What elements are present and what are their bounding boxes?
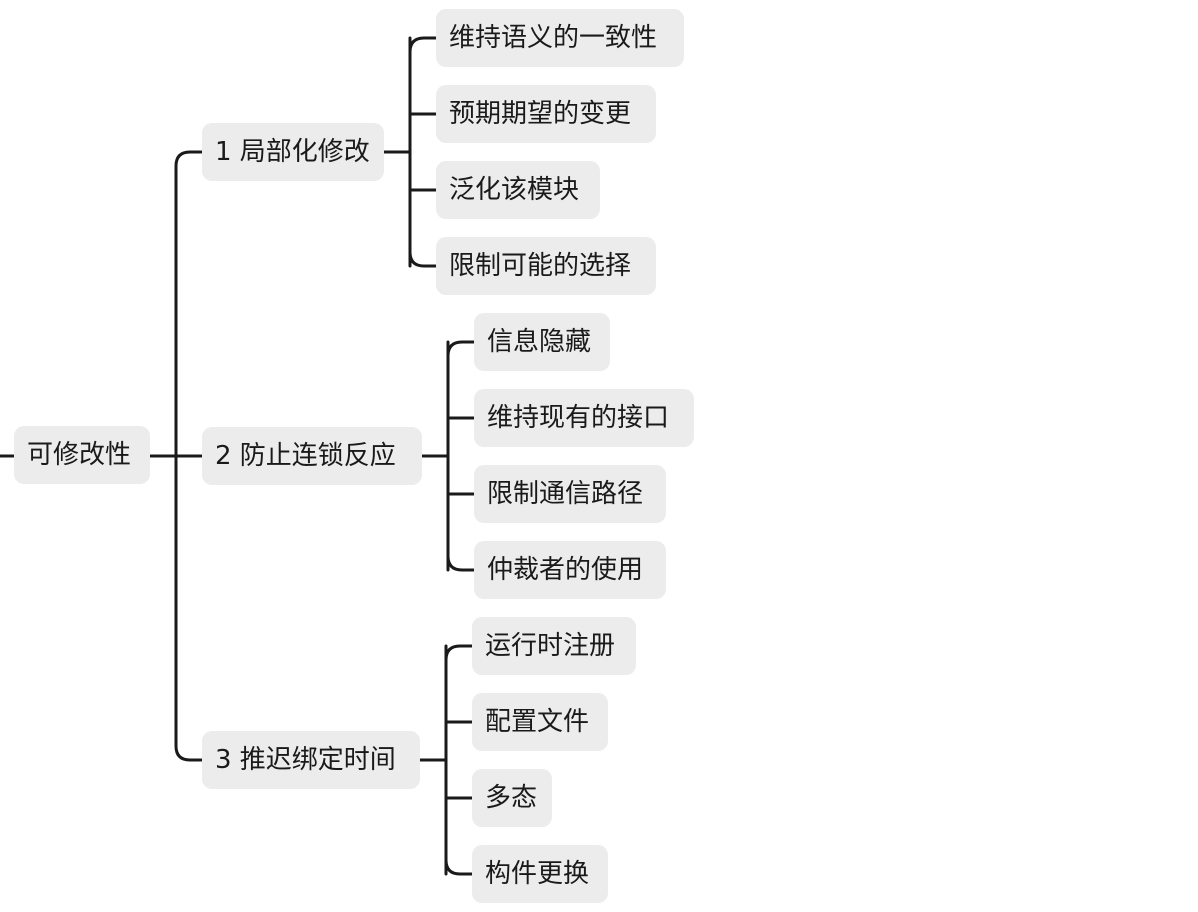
root-to-branches-connector (148, 150, 204, 762)
branch-3-connector (418, 644, 474, 876)
leaf-node[interactable]: 泛化该模块 (436, 161, 600, 219)
leaf-node[interactable]: 限制通信路径 (474, 465, 666, 523)
branch-node-2[interactable]: 2 防止连锁反应 (202, 427, 422, 485)
leaf-node[interactable]: 维持现有的接口 (474, 389, 694, 447)
leaf-node[interactable]: 信息隐藏 (474, 313, 610, 371)
branch-node-3[interactable]: 3 推迟绑定时间 (202, 731, 420, 789)
leaf-node[interactable]: 多态 (472, 769, 552, 827)
root-node[interactable]: 可修改性 (14, 426, 150, 484)
leaf-node[interactable]: 预期期望的变更 (436, 85, 656, 143)
leaf-node[interactable]: 仲裁者的使用 (474, 541, 666, 599)
leaf-node[interactable]: 维持语义的一致性 (436, 9, 684, 67)
leaf-node[interactable]: 构件更换 (472, 845, 608, 903)
branch-2-connector (420, 340, 476, 572)
leaf-node[interactable]: 配置文件 (472, 693, 608, 751)
branch-1-connector (382, 36, 438, 268)
branch-node-1[interactable]: 1 局部化修改 (202, 123, 384, 181)
leaf-node[interactable]: 限制可能的选择 (436, 237, 656, 295)
leaf-node[interactable]: 运行时注册 (472, 617, 636, 675)
